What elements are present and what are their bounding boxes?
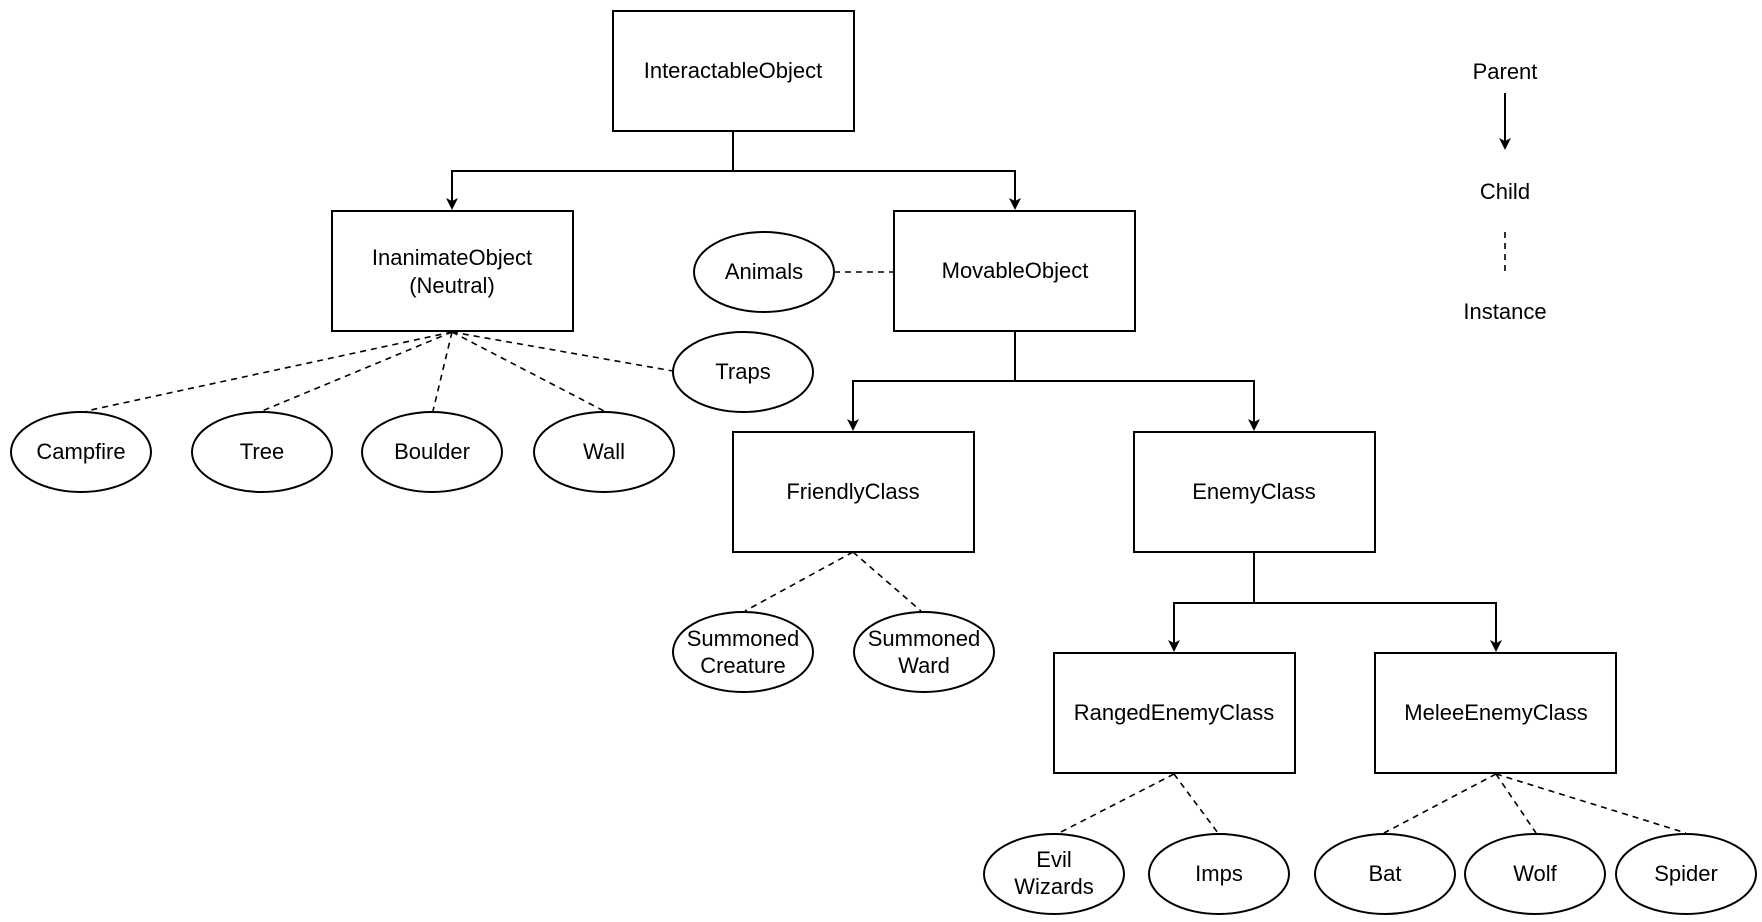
instance-imps-label: Imps (1195, 861, 1243, 886)
instance-bat: Bat (1314, 833, 1456, 915)
instance-summoned-ward-label-2: Ward (898, 653, 950, 678)
legend-child-label: Child (1480, 179, 1530, 204)
node-inanimate-object-label: InanimateObject (372, 245, 532, 270)
instance-traps: Traps (672, 331, 814, 413)
edge-friendly-summoned-ward (852, 551, 922, 612)
edge-ranged-evil-wizards (1058, 773, 1175, 834)
instance-evil-wizards-label-2: Wizards (1014, 874, 1093, 899)
instance-campfire-label: Campfire (36, 439, 125, 464)
instance-evil-wizards: Evil Wizards (983, 833, 1125, 915)
inheritance-edges (446, 131, 1502, 652)
node-inanimate-object-sublabel: (Neutral) (409, 273, 495, 298)
node-melee-enemy-class: MeleeEnemyClass (1374, 652, 1617, 774)
node-enemy-class: EnemyClass (1133, 431, 1376, 553)
instance-summoned-ward-label-1: Summoned (868, 626, 981, 651)
class-nodes: InteractableObject InanimateObject (Neut… (331, 10, 1617, 774)
node-ranged-enemy-class-label: RangedEnemyClass (1074, 700, 1275, 725)
instance-nodes: Animals Traps Campfire Tree Boulder Wall… (10, 231, 1757, 915)
instance-spider-label: Spider (1654, 861, 1718, 886)
edge-inanimate-boulder (432, 331, 453, 412)
edge-enemy-to-ranged (1168, 552, 1255, 652)
instance-tree-label: Tree (240, 439, 284, 464)
instance-evil-wizards-label-1: Evil (1036, 847, 1071, 872)
instance-tree: Tree (191, 411, 333, 493)
edge-melee-bat (1383, 773, 1497, 834)
node-friendly-class-label: FriendlyClass (786, 479, 919, 504)
edge-friendly-summoned-creature (744, 551, 854, 612)
node-interactable-object-label: InteractableObject (644, 58, 823, 83)
edge-inanimate-traps (451, 331, 674, 372)
node-friendly-class: FriendlyClass (732, 431, 975, 553)
node-movable-object: MovableObject (893, 210, 1136, 332)
edge-melee-wolf (1495, 773, 1537, 834)
instance-summoned-creature-label-2: Creature (700, 653, 786, 678)
instance-boulder: Boulder (361, 411, 503, 493)
legend-instance-label: Instance (1463, 299, 1546, 324)
node-enemy-class-label: EnemyClass (1192, 479, 1315, 504)
legend: Parent Child Instance (1463, 59, 1546, 324)
instance-imps: Imps (1148, 833, 1290, 915)
edge-interactable-to-inanimate (446, 131, 734, 210)
edge-inanimate-wall (451, 331, 605, 412)
node-inanimate-object: InanimateObject (Neutral) (331, 210, 574, 332)
edge-ranged-imps (1173, 773, 1219, 834)
edge-melee-spider (1495, 773, 1687, 834)
edge-interactable-to-movable (733, 170, 1021, 210)
instance-summoned-creature: Summoned Creature (672, 611, 814, 693)
instance-summoned-creature-label-1: Summoned (687, 626, 800, 651)
instance-animals-label: Animals (725, 259, 803, 284)
instance-campfire: Campfire (10, 411, 152, 493)
node-movable-object-label: MovableObject (942, 258, 1089, 283)
edge-enemy-to-melee (1254, 602, 1502, 652)
instance-boulder-label: Boulder (394, 439, 470, 464)
edge-movable-to-friendly (847, 332, 1016, 431)
node-ranged-enemy-class: RangedEnemyClass (1053, 652, 1296, 774)
edge-inanimate-campfire (85, 331, 453, 412)
instance-edges (85, 271, 1687, 834)
instance-wolf: Wolf (1464, 833, 1606, 915)
instance-traps-label: Traps (715, 359, 770, 384)
instance-wall: Wall (533, 411, 675, 493)
edge-inanimate-tree (261, 331, 453, 412)
node-interactable-object: InteractableObject (612, 10, 855, 132)
instance-animals: Animals (693, 231, 835, 313)
instance-bat-label: Bat (1368, 861, 1401, 886)
node-melee-enemy-class-label: MeleeEnemyClass (1404, 700, 1587, 725)
instance-wolf-label: Wolf (1513, 861, 1557, 886)
edge-movable-to-enemy (1015, 380, 1260, 431)
legend-parent-label: Parent (1473, 59, 1538, 84)
instance-wall-label: Wall (583, 439, 625, 464)
instance-summoned-ward: Summoned Ward (853, 611, 995, 693)
instance-spider: Spider (1615, 833, 1757, 915)
